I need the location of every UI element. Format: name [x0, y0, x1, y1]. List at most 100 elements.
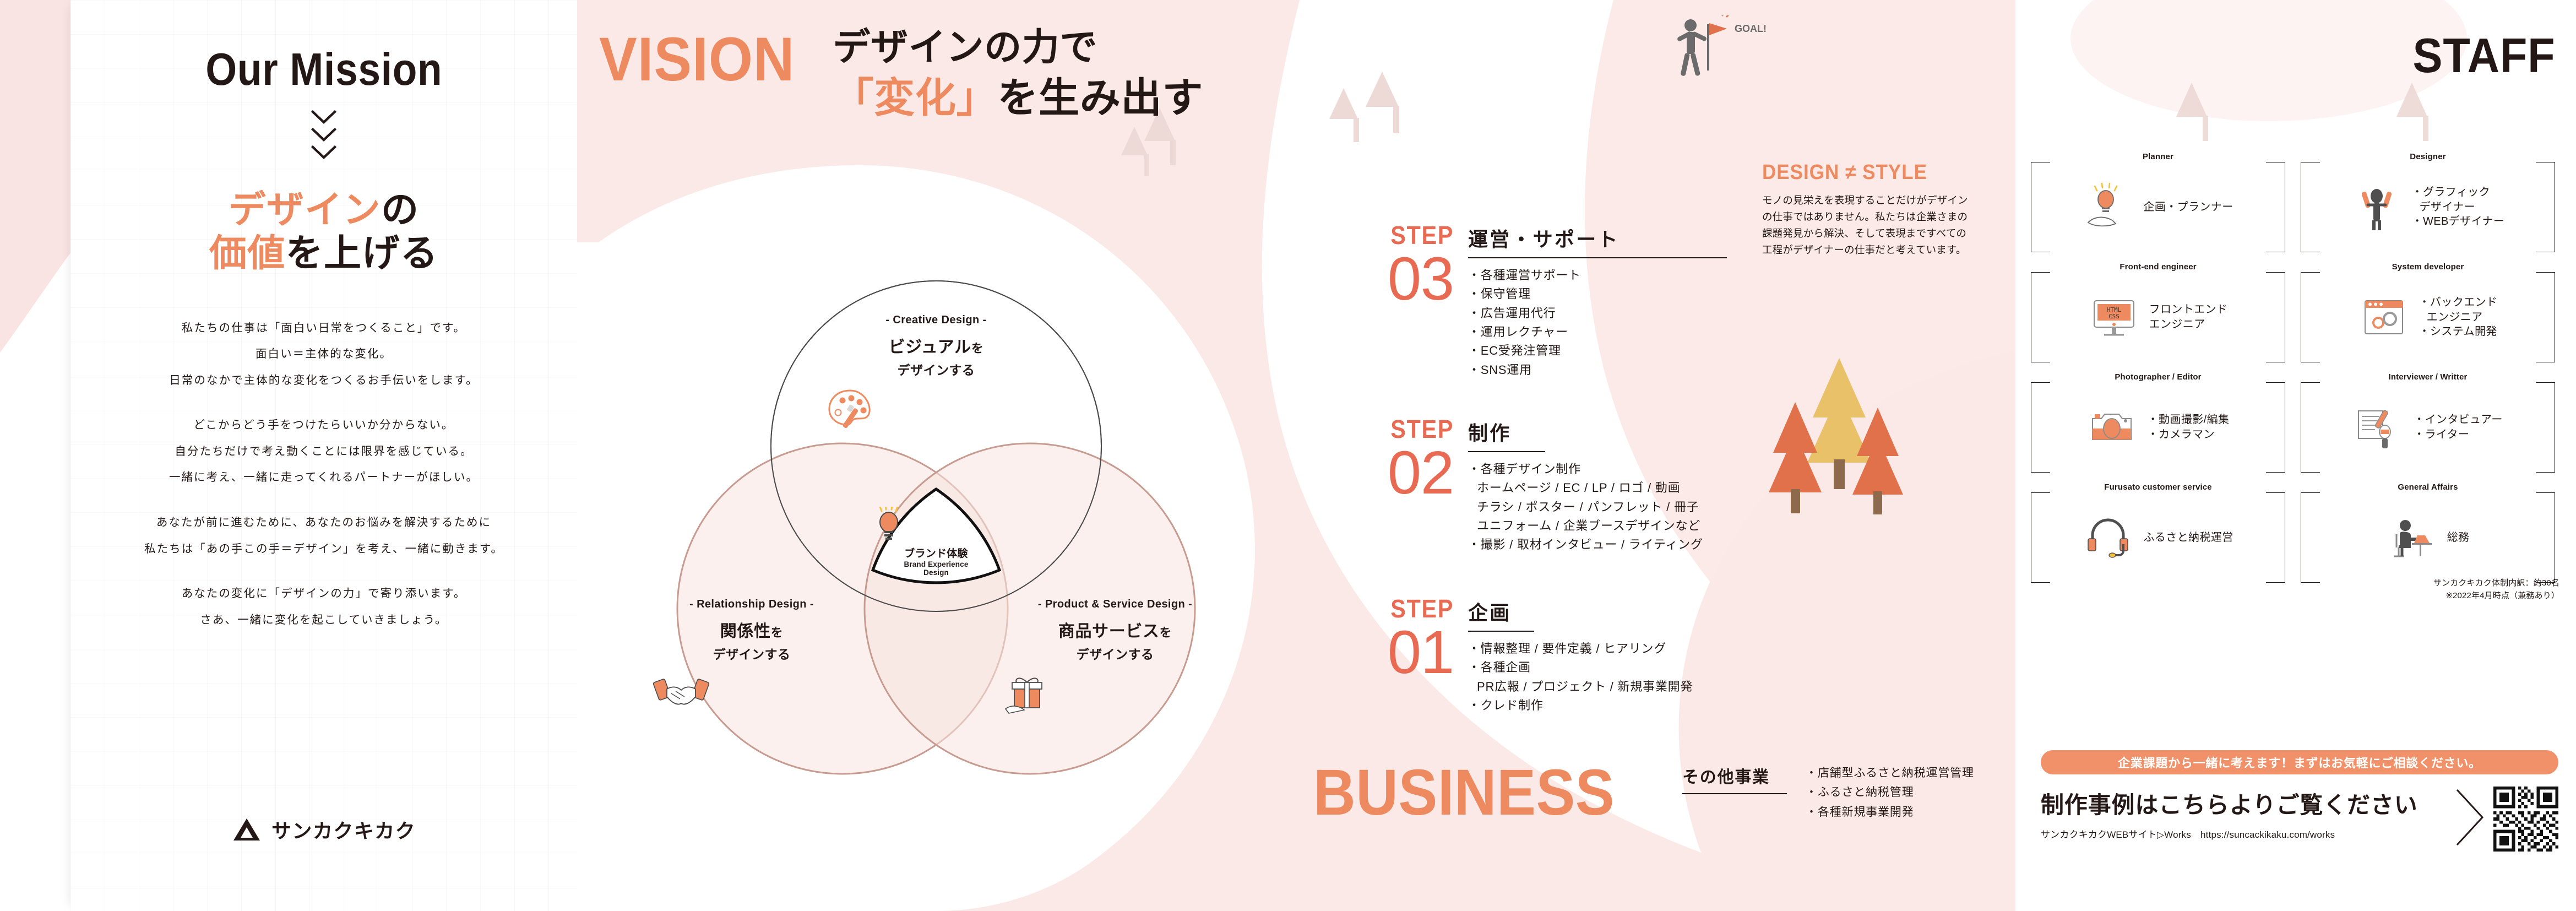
staff-role: ・グラフィック	[2411, 186, 2491, 198]
step-item: ・EC受発注管理	[1468, 344, 1561, 358]
chevron-down-icon	[311, 128, 336, 142]
design-not-style-title: DESIGN ≠ STYLE	[1762, 161, 1928, 184]
staff-role: ・インタビュアー	[2414, 414, 2503, 426]
vision-line-2-accent: 変化	[874, 74, 957, 121]
vision-quote-close: 」	[956, 74, 998, 121]
venn-left-en: - Relationship Design -	[689, 598, 814, 610]
bracket-frame	[2031, 492, 2285, 583]
step-item: ・広告運用代行	[1468, 306, 1556, 320]
venn-left-jp-sub: デザインする	[713, 647, 791, 661]
venn-left-jp-suffix: を	[770, 626, 784, 639]
gift-icon	[1002, 673, 1228, 714]
staff-role: ・ライター	[2414, 429, 2470, 441]
lightbulb-hand-icon	[2083, 182, 2133, 232]
venn-center-jp: ブランド体験	[904, 548, 968, 560]
step-title: 企画	[1468, 601, 1512, 624]
headset-icon	[2083, 512, 2133, 563]
business-block: BUSINESS その他事業 ・店舗型ふるさと納税運営管理 ・ふるさと納税管理 …	[1313, 760, 1974, 825]
page-title: Our Mission	[205, 44, 443, 95]
staff-roles: ・グラフィック デザイナー ・WEBデザイナー	[2412, 185, 2505, 229]
step-item: PR広報 / プロジェクト / 新規事業開発	[1477, 679, 1693, 693]
vision-panel: VISION デザインの力で 「変化」を生み出す	[577, 0, 1354, 911]
step-item: ホームページ / EC / LP / ロゴ / 動画	[1477, 481, 1681, 495]
mission-paragraph: 私たちの仕事は「面白い日常をつくること」です。 面白い＝主体的な変化。 日常のな…	[169, 321, 479, 387]
brand-name: サンカクキカク	[271, 820, 416, 842]
brand-lockup: サンカクキカク	[232, 815, 416, 844]
staff-cell-interviewer-writer: Interviewer / Writter	[2301, 372, 2555, 476]
business-word: BUSINESS	[1313, 756, 1615, 829]
design-not-style-block: DESIGN ≠ STYLE モノの見栄えを表現することだけがデザインの仕事では…	[1762, 161, 1971, 258]
mission-paragraph: あなたが前に進むために、あなたのお悩みを解決するために 私たちは「あの手この手＝…	[144, 516, 503, 555]
staff-role: ・WEBデザイナー	[2411, 215, 2505, 228]
mission-paragraph: どこからどう手をつけたらいいか分からない。 自分たちだけで考え動くことには限界を…	[169, 418, 479, 484]
staff-cell-system-developer: System developer ・バックエンド エンジニア ・システム開発	[2301, 262, 2555, 366]
staff-cell-general-affairs: General Affairs	[2301, 482, 2555, 586]
staff-caption: Front-end engineer	[2120, 262, 2197, 272]
mission-body: 私たちの仕事は「面白い日常をつくること」です。 面白い＝主体的な変化。 日常のな…	[144, 315, 503, 633]
svg-text:CSS: CSS	[2108, 313, 2120, 320]
step-item: ・撮影 / 取材インタビュー / ライティング	[1468, 538, 1703, 552]
person-desk-icon	[2387, 512, 2437, 563]
browser-gears-icon	[2358, 292, 2409, 343]
venn-top-jp-main: ビジュアル	[888, 338, 971, 356]
business-item: ・ふるさと納税管理	[1805, 786, 1914, 799]
notepad-mic-icon	[2353, 402, 2404, 453]
vision-quote-open: 「	[833, 74, 874, 121]
staff-cell-designer: Designer ・グラフィック デザイナー ・WEBデザ	[2301, 152, 2555, 256]
mission-headline-2-tail: を上げる	[285, 232, 439, 274]
monitor-html-css-icon: HTML CSS	[2089, 292, 2139, 343]
venn-right-jp-suffix: を	[1159, 626, 1172, 639]
qr-code-icon[interactable]	[2493, 787, 2558, 852]
cta-block: 企業課題から一緒に考えます！まずはお気軽にご相談ください。 制作事例はこちらより…	[2041, 750, 2558, 852]
step-item: ・保守管理	[1468, 287, 1531, 301]
staff-cell-furusato-customer-service: Furusato customer service ふるさと納税運営	[2031, 482, 2285, 586]
venn-center-en-2: Design	[923, 568, 949, 577]
triangle-logo-icon	[232, 816, 262, 843]
step-word: STEP	[1390, 594, 1454, 623]
vision-line-1: デザインの力で	[833, 26, 1098, 68]
staff-caption: Designer	[2410, 152, 2446, 161]
cta-heading[interactable]: 制作事例はこちらよりご覧ください	[2041, 792, 2418, 818]
venn-top-en: - Creative Design -	[885, 314, 987, 326]
staff-caption: General Affairs	[2398, 482, 2458, 492]
staff-roles: ・インタビュアー ・ライター	[2414, 413, 2503, 442]
vision-line-2-tail: を生み出す	[997, 74, 1204, 121]
bracket-frame	[2301, 492, 2555, 583]
cta-pill: 企業課題から一緒に考えます！まずはお気軽にご相談ください。	[2041, 750, 2558, 774]
staff-role: デザイナー	[2419, 200, 2476, 213]
step-item: チラシ / ポスター / パンフレット / 冊子	[1477, 500, 1699, 514]
step-word: STEP	[1390, 221, 1454, 250]
vision-header: VISION デザインの力で 「変化」を生み出す	[599, 26, 1203, 121]
staff-cell-frontend-engineer: Front-end engineer HTML CSS フロントエンド	[2031, 262, 2285, 366]
step-item-list: ・各種運営サポート ・保守管理 ・広告運用代行 ・運用レクチャー ・EC受発注管…	[1468, 266, 1727, 379]
staff-grid: Planner 企画・プランナー	[2031, 152, 2555, 586]
staff-role: ・カメラマン	[2147, 429, 2215, 441]
our-mission-panel: Our Mission デザインの 価値を上げる 私たちの仕事は「面白い日常をつ…	[70, 0, 577, 911]
venn-left-label: - Relationship Design - 関係性を デザインする	[653, 598, 851, 711]
staff-role: 総務	[2447, 531, 2470, 544]
cta-subtext[interactable]: サンカクキカクWEBサイト▷Works https://suncackikaku…	[2041, 829, 2335, 840]
chevron-right-icon[interactable]	[2449, 787, 2490, 848]
step-item: ・各種運営サポート	[1468, 268, 1581, 282]
staff-caption: Photographer / Editor	[2115, 372, 2202, 382]
hiker-flag-icon: GOAL!	[1657, 10, 1779, 90]
staff-note-line-1: サンカクキカク体制内訳：約30名	[2433, 578, 2559, 588]
staff-caption: Furusato customer service	[2104, 482, 2212, 492]
mission-paragraph: あなたの変化に「デザインの力」で寄り添います。 さあ、一緒に変化を起こしていきま…	[181, 587, 466, 626]
step-item: ユニフォーム / 企業ブースデザインなど	[1477, 518, 1700, 533]
step-item: ・運用レクチャー	[1468, 324, 1568, 339]
step-item: ・SNS運用	[1468, 362, 1532, 377]
business-title: その他事業	[1682, 768, 1770, 787]
staff-roles: フロントエンド エンジニア	[2149, 302, 2228, 332]
step-number: 01	[1387, 619, 1454, 686]
staff-roles: 総務	[2447, 530, 2470, 545]
venn-top-jp-sub: デザインする	[897, 363, 975, 377]
step-rule	[1468, 631, 1534, 632]
staff-roles: ・動画撮影/編集 ・カメラマン	[2148, 413, 2230, 442]
staff-cell-planner: Planner 企画・プランナー	[2031, 152, 2285, 256]
step-item: ・情報整理 / 要件定義 / ヒアリング	[1468, 642, 1667, 655]
camera-icon	[2087, 402, 2138, 453]
venn-right-jp-sub: デザインする	[1076, 647, 1154, 661]
venn-center-en-1: Brand Experience	[904, 560, 969, 568]
staff-role: ・バックエンド	[2419, 296, 2498, 308]
